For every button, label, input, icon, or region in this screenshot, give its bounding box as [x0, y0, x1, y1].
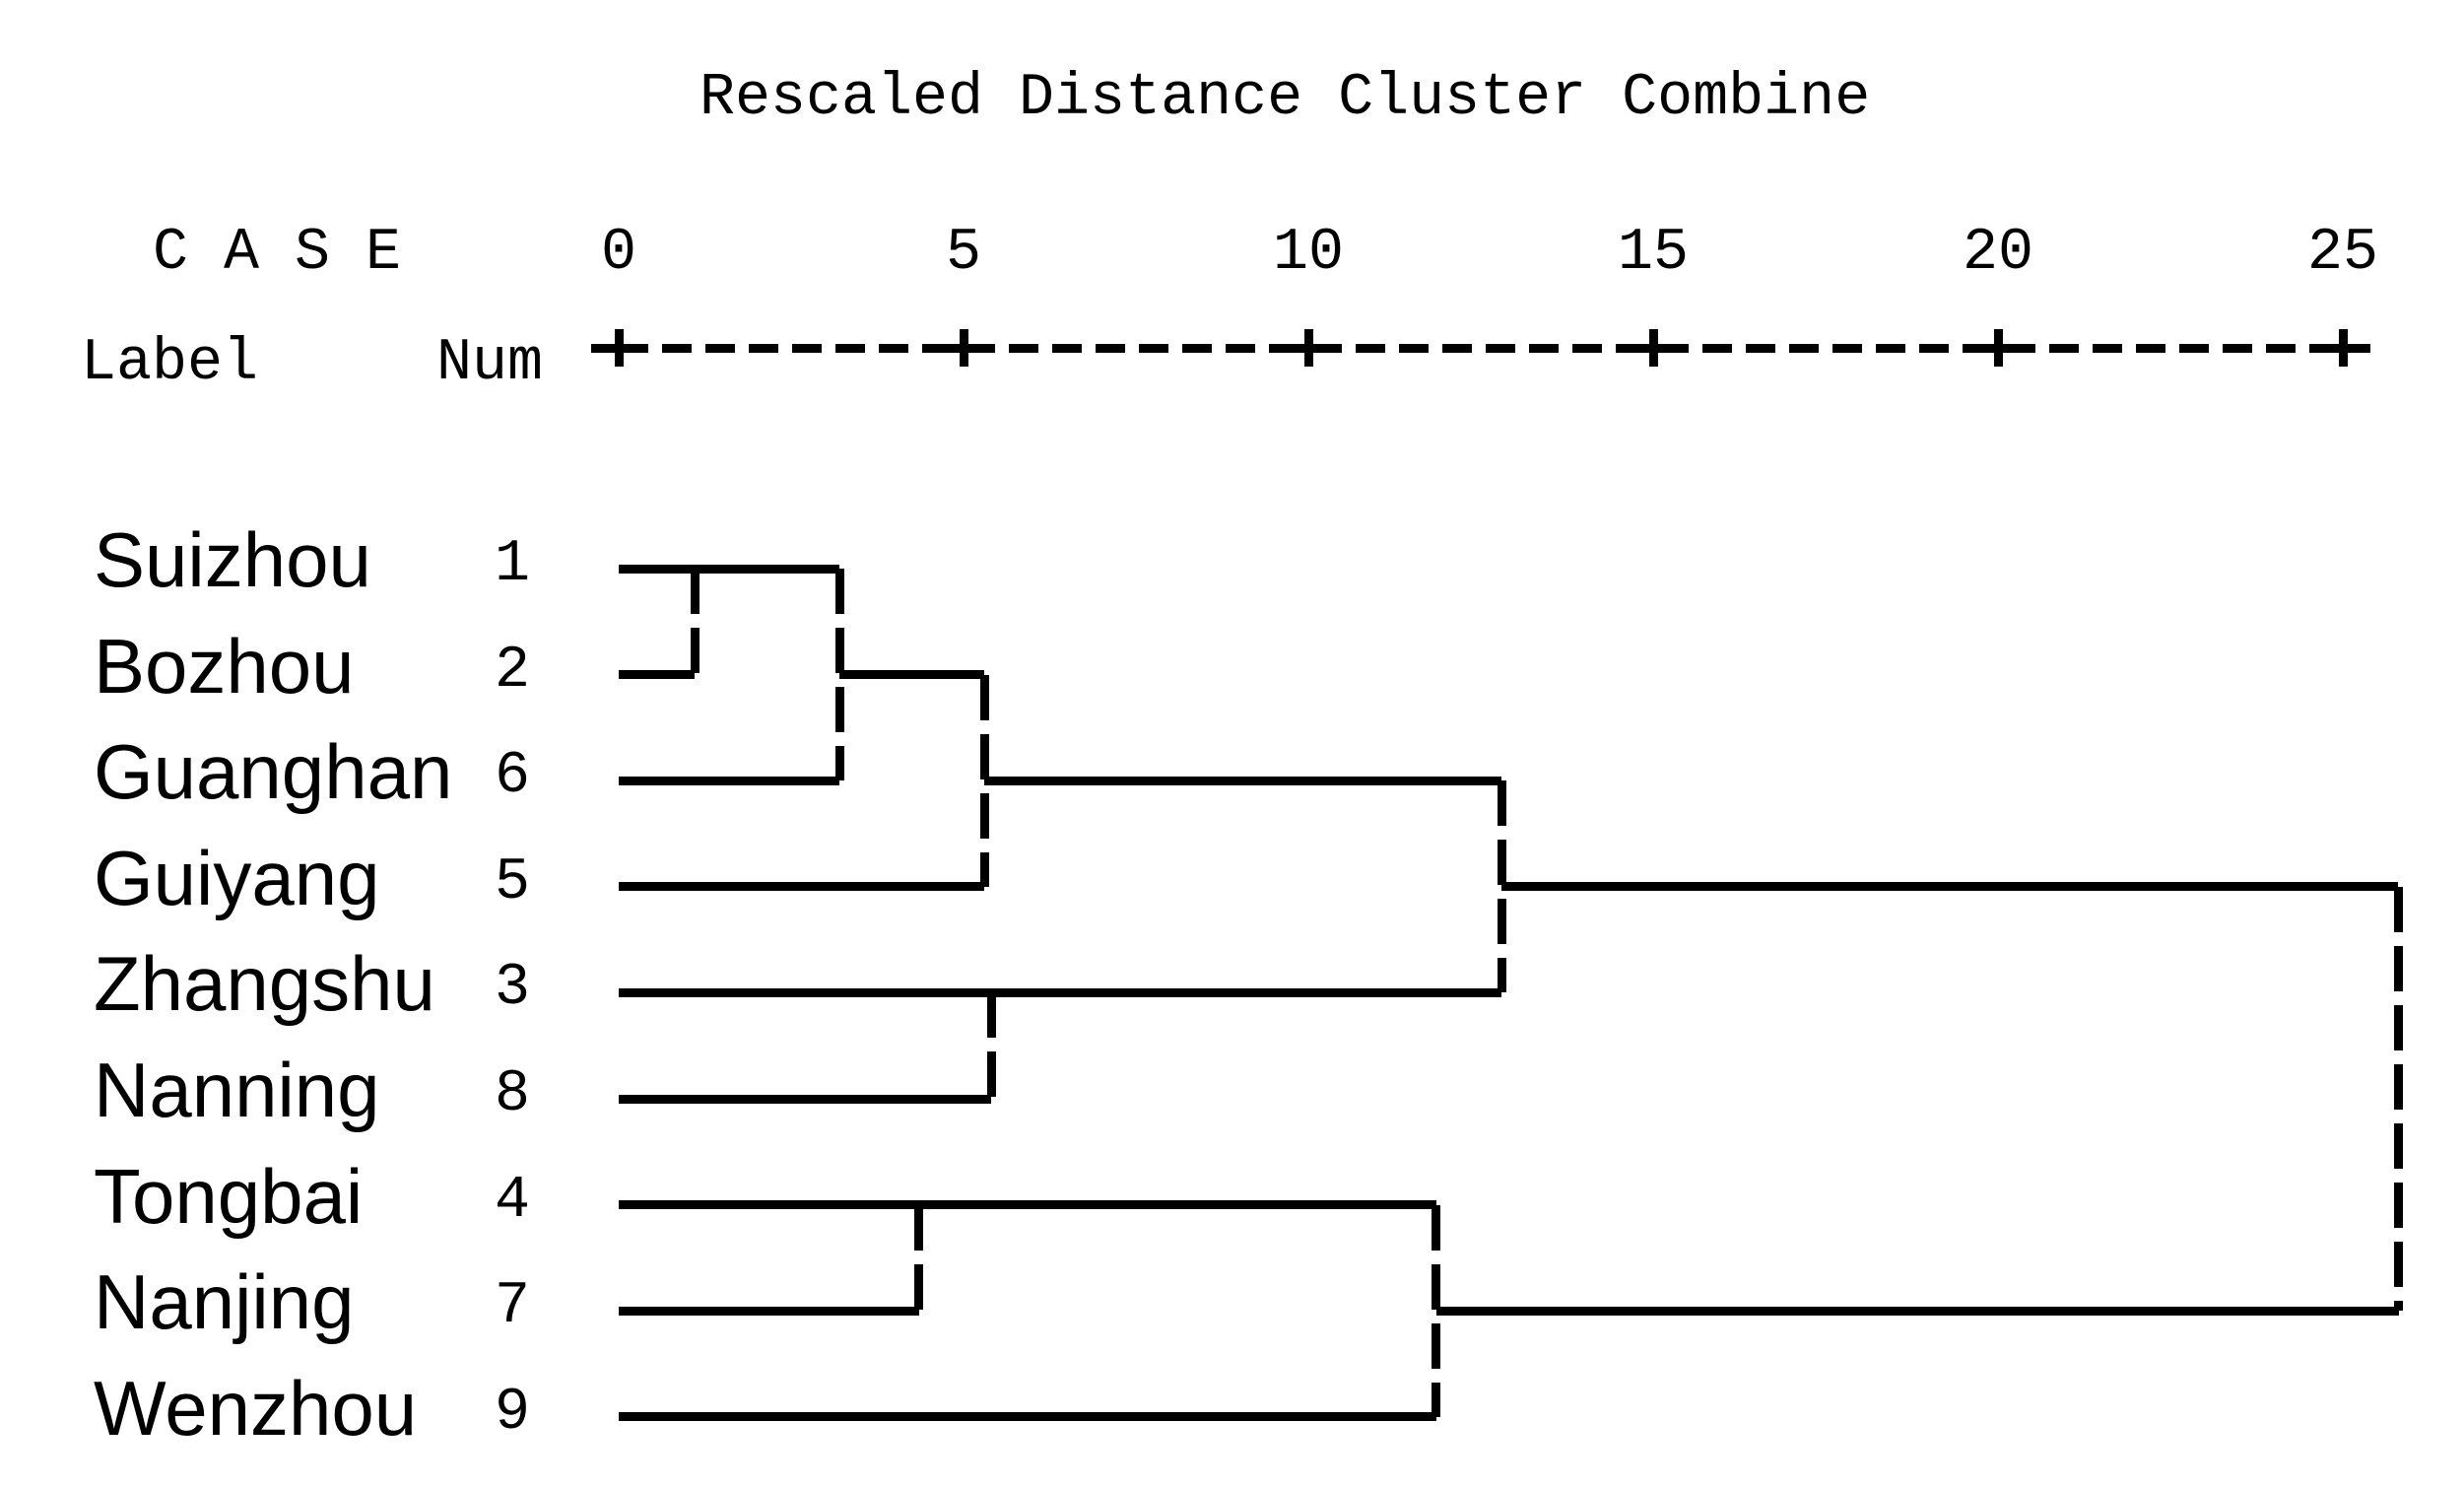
axis-tick-label: 25	[2306, 220, 2379, 287]
axis-tick-label: 10	[1272, 220, 1345, 287]
dendro-branch-hline	[619, 670, 695, 679]
axis-tick-label: 0	[600, 220, 637, 287]
case-num: 7	[494, 1273, 530, 1341]
case-label: Bozhou	[94, 622, 355, 710]
case-num: 3	[494, 955, 530, 1023]
case-label: Suizhou	[94, 516, 371, 603]
dendro-branch-hline	[919, 1200, 1436, 1209]
axis-tick-plus-mark	[2315, 344, 2370, 353]
dendro-branch-hline	[991, 988, 1501, 997]
dendro-branch-hline	[619, 882, 984, 891]
dendro-branch-hline	[619, 1095, 991, 1104]
dendro-branch-hline	[695, 565, 839, 574]
dendro-branch-hline	[619, 988, 991, 997]
label-column-header: Label	[81, 330, 259, 397]
num-column-header: Num	[436, 330, 544, 397]
case-num: 8	[494, 1061, 530, 1128]
axis-tick-label: 20	[1962, 220, 2034, 287]
dendro-branch-hline	[619, 777, 839, 785]
axis-tick-plus-mark	[1626, 344, 1681, 353]
case-label: Wenzhou	[94, 1364, 418, 1452]
dendro-join-vline	[2394, 887, 2403, 1311]
dendro-branch-hline	[619, 1412, 1436, 1421]
dendro-join-vline	[914, 1205, 923, 1312]
case-label: Nanjing	[94, 1258, 355, 1346]
case-num: 1	[494, 531, 530, 598]
case-header: C A S E	[153, 220, 402, 287]
axis-tick-plus-mark	[1970, 344, 2026, 353]
dendro-branch-hline	[619, 1307, 919, 1316]
case-num: 6	[494, 743, 530, 811]
dendro-branch-hline	[1501, 882, 2398, 891]
dendro-branch-hline	[1436, 1307, 2399, 1316]
case-num: 4	[494, 1167, 530, 1235]
case-num: 2	[494, 637, 530, 705]
dendro-join-vline	[691, 569, 699, 675]
case-label: Guanghan	[94, 728, 453, 816]
case-label: Nanning	[94, 1047, 380, 1133]
axis-ruler-line	[619, 344, 2343, 353]
axis-tick-plus-mark	[591, 344, 646, 353]
axis-tick-label: 5	[945, 220, 982, 287]
case-label: Zhangshu	[94, 940, 435, 1028]
dendro-join-vline	[987, 992, 996, 1099]
axis-tick-plus-mark	[936, 344, 991, 353]
chart-title: Rescaled Distance Cluster Combine	[699, 65, 1871, 132]
dendro-branch-hline	[839, 670, 984, 679]
dendro-join-vline	[1432, 1205, 1440, 1417]
case-num: 5	[494, 848, 530, 916]
case-num: 9	[494, 1379, 530, 1447]
dendro-branch-hline	[619, 565, 695, 574]
case-label: Tongbai	[94, 1152, 364, 1240]
dendro-branch-hline	[619, 1200, 919, 1209]
case-label: Guiyang	[94, 834, 380, 921]
dendro-branch-hline	[984, 777, 1501, 785]
axis-tick-plus-mark	[1281, 344, 1336, 353]
axis-tick-label: 15	[1617, 220, 1690, 287]
